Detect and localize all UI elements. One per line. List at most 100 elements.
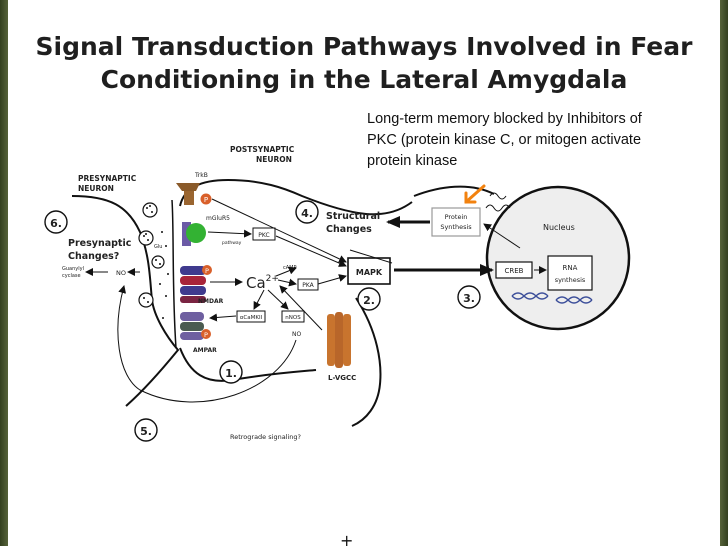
presynaptic-membrane [71,195,180,407]
vesicle [142,202,158,218]
glutamate-dots [143,205,169,319]
arrow-mglur-pkc [207,229,252,238]
rna-label-1: RNA [563,264,578,272]
nmdar-label: NMDAR [198,298,224,305]
arrow-trkb-mapk [211,198,347,263]
creb-box [495,261,533,279]
mapk-box [347,257,391,285]
mglur5-label: mGluR5 [206,215,230,222]
protein-label-2: Synthesis [440,223,472,231]
arrow-mapk-structural [349,249,393,264]
postsynaptic-membrane-upper [179,178,413,216]
postsynaptic-membrane-top-right [413,185,495,197]
rna-box [547,255,593,291]
no-pre-label: NO [116,269,126,277]
svg-text:3.: 3. [463,292,475,305]
postsynaptic-label-2: NEURON [256,155,292,164]
slide-left-border [0,0,8,546]
pkc-box [252,227,276,241]
phospho-badge [202,265,212,275]
step-marker-2: 2. [357,287,381,311]
slide-title-line-1: Signal Transduction Pathways Involved in… [35,32,693,61]
dna-helix-icon [511,292,593,304]
phospho-label: P [204,196,208,204]
postsynaptic-label-1: POSTSYNAPTIC [230,145,295,154]
svg-text:4.: 4. [301,207,313,220]
nucleus-label: Nucleus [543,223,575,232]
svg-text:5.: 5. [140,425,152,438]
arrow-calcium-pka [277,278,297,287]
rna-label-2: synthesis [555,276,586,284]
lvgcc-channel [327,312,351,368]
ampar-receptor: P [180,312,211,340]
ampar-label: AMPAR [193,347,217,354]
presynaptic-changes-label-1: Presynaptic [68,238,131,249]
pathway-arrows [85,198,547,403]
structural-label-1: Structural [326,211,380,222]
postsynaptic-membrane-inner [171,199,177,349]
pkc-label: PKC [258,232,269,239]
step-marker-6: 6. [44,210,68,234]
no-post-label: NO [292,331,301,338]
protein-synthesis-box [431,207,481,237]
svg-text:1.: 1. [225,367,237,380]
presynaptic-changes-label-2: Changes? [68,251,119,262]
mglur5-receptor [186,223,206,243]
phospho-label: P [205,267,209,275]
vesicle [138,230,154,246]
arrow-calcium-camp [275,266,297,277]
pka-label: PKA [302,282,314,289]
mrna-strand [489,192,507,200]
phospho-badge [201,329,211,339]
presynaptic-label-2: NEURON [78,184,114,193]
step-marker-1: 1. [219,360,243,384]
nnos-box [281,310,305,323]
nnos-label: nNOS [285,315,301,321]
trkb-label: TrkB [194,172,208,179]
arrow-acamkii-ampar [209,313,237,322]
acamkii-box [236,310,266,323]
memory-note-line-3: protein kinase [367,153,458,169]
arrow-calcium-nnos [267,289,289,310]
postsynaptic-membrane-right [351,297,382,427]
svg-text:2.: 2. [363,294,375,307]
phospho-badge [200,193,212,205]
arrow-pkc-mapk [275,235,347,267]
step-marker-3: 3. [457,285,481,309]
step-marker-4: 4. [295,200,319,224]
svg-text:6.: 6. [50,217,62,230]
glu-label: Glu [154,244,162,250]
synaptic-vesicles [138,202,165,308]
slide-title-line-2: Conditioning in the Lateral Amygdala [100,65,628,94]
vesicle [151,255,165,269]
arrow-nucleus-protein [483,223,521,249]
arrow-calcium-acamkii [253,289,265,310]
slide-plus-mark: + [340,531,353,546]
pka-box [297,278,319,291]
pathway-note: pathway [222,240,242,246]
lvgcc-label: L-VGCC [328,374,356,382]
mrna-strand [485,204,511,212]
slide-right-border [720,0,728,546]
retrograde-label: Retrograde signaling? [230,433,301,441]
structural-label-2: Changes [326,224,372,235]
acamkii-label: αCaMKII [240,315,263,321]
slide-title: Signal Transduction Pathways Involved in… [8,30,720,96]
trkb-receptor: TrkB P [176,172,212,205]
highlight-arrow-icon [464,184,486,204]
arrow-retrograde [117,285,297,403]
phospho-label: P [204,331,208,339]
memory-note-line-2: PKC (protein kinase C, or mitogen activa… [367,132,642,148]
mapk-label: MAPK [356,268,383,277]
protein-label-1: Protein [445,213,468,221]
guanylyl-label-2: cyclase [62,273,81,279]
step-marker-5: 5. [134,418,158,442]
creb-label: CREB [505,267,524,275]
presynaptic-label-1: PRESYNAPTIC [78,174,137,183]
guanylyl-label-1: Guanylyl [62,266,84,272]
vesicle [138,292,154,308]
arrow-lvgcc-calcium [279,285,323,331]
arrow-pka-mapk [317,274,347,285]
